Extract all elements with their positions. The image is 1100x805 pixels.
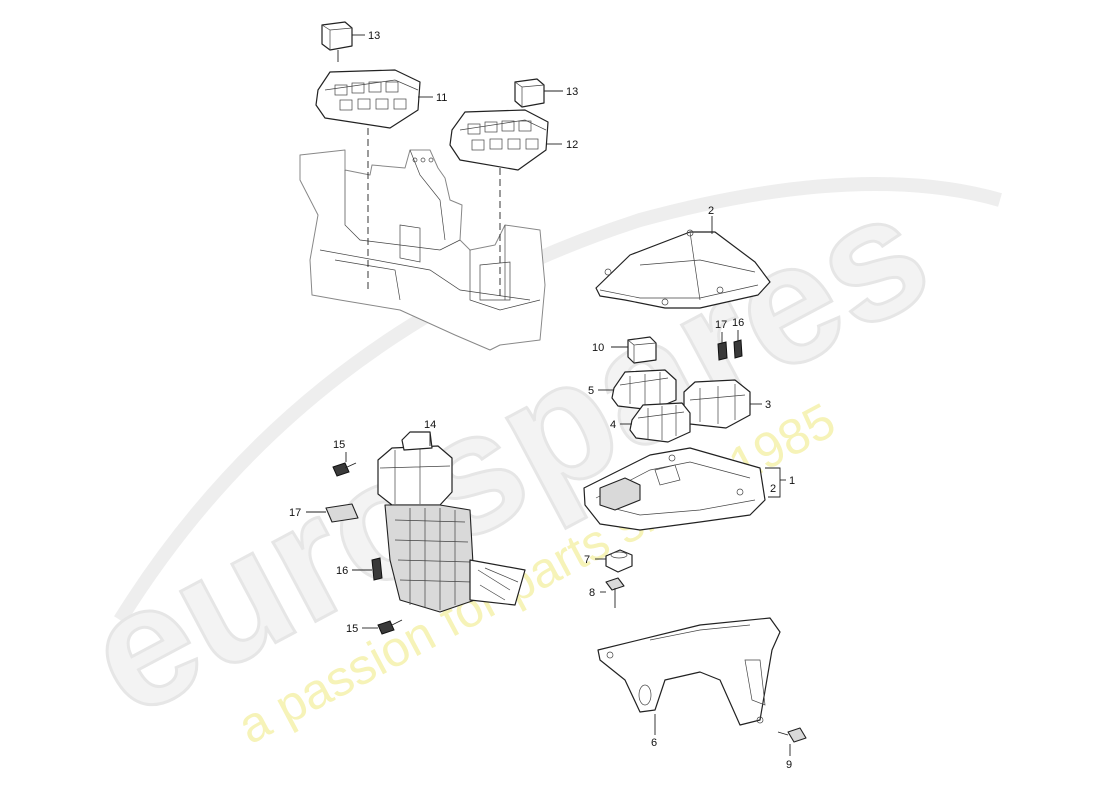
callout-6: 6 [651,737,657,749]
callout-3: 3 [765,399,771,411]
mounting-frame-outline [299,149,546,351]
callout-14: 14 [424,419,436,431]
watermark-swoosh [114,177,1002,624]
grommet-7 [605,549,633,573]
relay-carrier-12 [449,109,549,171]
screw-8 [605,577,625,608]
callout-16-lower: 16 [336,565,348,577]
mounting-bracket-6 [597,617,781,726]
callout-9: 9 [786,759,792,771]
leader-lines [306,34,791,756]
callout-17-upper: 17 [715,319,727,331]
relay-13-upper [321,21,353,62]
callout-13-upper: 13 [368,30,380,42]
callout-17-lower: 17 [289,507,301,519]
fuse-box-base-2 [583,447,766,531]
callout-5: 5 [588,385,594,397]
fuse-carrier-5 [611,369,677,411]
callout-11: 11 [436,92,447,104]
callout-4: 4 [610,419,616,431]
junction-box-14 [377,431,526,613]
fuse-carrier-3 [683,379,751,429]
callout-15-lower: 15 [346,623,358,635]
callout-2-lower: 2 [770,483,776,495]
fuse-box-cover-2 [595,229,771,309]
callout-2-upper: 2 [708,205,714,217]
relay-13-right [514,78,545,108]
callout-13-right: 13 [566,86,578,98]
callout-7: 7 [584,554,590,566]
bolt-9 [777,727,807,743]
fuse-16-upper [733,339,743,359]
fuse-carrier-4 [629,402,691,443]
fuse-17-upper [717,341,728,361]
bolt-15-upper [332,462,357,477]
callout-16-upper: 16 [732,317,744,329]
callout-1: 1 [789,475,795,487]
callout-10: 10 [592,342,604,354]
fuse-17-lower [325,503,359,523]
callout-labels: 13 11 13 12 2 17 16 10 5 3 4 2 1 14 15 1… [289,30,795,771]
relay-carrier-11 [315,69,421,129]
callout-12: 12 [566,139,578,151]
bolt-15-lower [377,619,403,635]
callout-8: 8 [589,587,595,599]
callout-15-upper: 15 [333,439,345,451]
fuse-16-lower [371,557,383,581]
relay-10 [627,336,657,364]
